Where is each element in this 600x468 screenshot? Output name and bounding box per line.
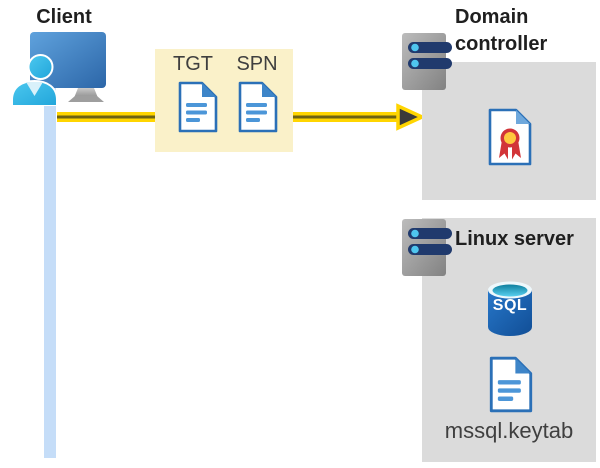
monitor-base — [68, 96, 104, 102]
spn-label: SPN — [236, 53, 278, 75]
linux-server-panel — [422, 218, 596, 462]
tgt-label: TGT — [173, 53, 213, 75]
person-collar — [26, 82, 43, 96]
linux-server-title: Linux server — [455, 228, 574, 250]
ticket-box: TGT SPN — [155, 49, 293, 152]
client-connection-line — [44, 86, 56, 458]
keytab-label: mssql.keytab — [444, 418, 574, 443]
sql-database-icon: SQL — [486, 280, 534, 338]
domain-controller-server-icon — [402, 33, 452, 90]
linux-server-server-icon — [402, 219, 452, 276]
spn-document-icon — [238, 81, 278, 133]
monitor-stand — [74, 88, 98, 98]
keytab-document-icon — [489, 356, 533, 413]
tgt-document-icon — [178, 81, 218, 133]
client-workstation-icon — [11, 32, 106, 106]
client-title: Client — [36, 6, 92, 28]
person-head — [27, 54, 54, 80]
sql-label: SQL — [492, 297, 528, 314]
certificate-icon — [488, 108, 532, 166]
domain-controller-title: Domain controller — [455, 6, 548, 55]
arrow-right-icon — [396, 103, 426, 131]
